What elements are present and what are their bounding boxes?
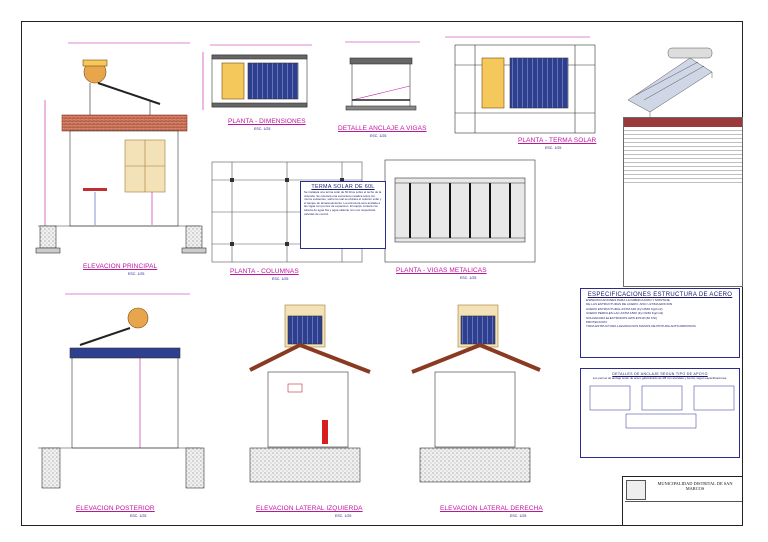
elevacion-principal-title: ELEVACION PRINCIPAL bbox=[83, 263, 158, 270]
title-block-fields bbox=[625, 501, 742, 526]
steel-spec-subline: TODA ESTRUCTURA LLEVARA DOS MANOS DE PIN… bbox=[586, 324, 696, 329]
detalle-anclaje-title: DETALLE ANCLAJE A VIGAS bbox=[338, 125, 427, 132]
planta-dimensiones-scale: ESC. 1/25 bbox=[254, 127, 271, 131]
elevacion-principal-scale: ESC. 1/25 bbox=[128, 272, 145, 276]
steel-spec-subtitle: PROTECCION: bbox=[586, 320, 608, 325]
table-row bbox=[624, 175, 742, 179]
table-row bbox=[624, 143, 742, 147]
terma-solar-note-body: Se instalara una terma solar de 60 litro… bbox=[304, 190, 382, 216]
elevacion-izquierda-drawing bbox=[249, 304, 371, 483]
table-row bbox=[624, 147, 742, 151]
planta-terma-scale: ESC. 1/25 bbox=[545, 146, 562, 150]
anchor-detail-body: Los pernos de anclaje seran de acero gal… bbox=[592, 376, 728, 380]
planta-dimensiones-title: PLANTA - DIMENSIONES bbox=[228, 118, 306, 125]
planta-terma-drawing bbox=[445, 36, 596, 134]
table-row bbox=[624, 163, 742, 167]
anchor-detail-title: DETALLES DE ANCLAJE SEGUN TIPO DE APOYO bbox=[612, 372, 708, 376]
detalle-anclaje-drawing bbox=[345, 41, 420, 111]
spec-table-header bbox=[624, 118, 742, 127]
municipal-logo bbox=[626, 480, 646, 500]
table-row bbox=[624, 179, 742, 183]
steel-spec-line: SOLDADURA ELECTRODOS AWS E7018 (60 KSI) bbox=[586, 315, 657, 320]
steel-spec-note: ESPECIFICACIONES ESTRUCTURA DE ACERO ESP… bbox=[580, 288, 740, 358]
terma-solar-note-title: TERMA SOLAR DE 60L bbox=[311, 184, 375, 190]
table-row bbox=[624, 151, 742, 155]
planta-vigas-drawing bbox=[384, 159, 536, 263]
elevacion-derecha-title: ELEVACION LATERAL DERECHA bbox=[440, 505, 543, 512]
table-row bbox=[624, 127, 742, 131]
steel-spec-line: ACERO PERFILES LAC ASTM A500 (Fy=3230 Kg… bbox=[586, 311, 664, 316]
planta-dimensiones-drawing bbox=[202, 44, 312, 110]
terma-solar-note: TERMA SOLAR DE 60L Se instalara una term… bbox=[300, 181, 386, 249]
steel-spec-line: ESPECIFICACIONES PARA LA FABRICACION Y M… bbox=[586, 298, 670, 302]
planta-columnas-scale: ESC. 1/25 bbox=[272, 277, 289, 281]
planta-vigas-scale: ESC. 1/25 bbox=[460, 276, 477, 280]
organization-name: MUNICIPALIDAD DISTRITAL DE SAN MARCOS bbox=[657, 481, 733, 491]
detalle-anclaje-scale: ESC. 1/25 bbox=[370, 134, 387, 138]
elevacion-derecha-drawing bbox=[411, 304, 541, 483]
title-block: MUNICIPALIDAD DISTRITAL DE SAN MARCOS bbox=[622, 476, 743, 526]
planta-terma-title: PLANTA - TERMA SOLAR bbox=[518, 137, 597, 144]
elevacion-principal-drawing bbox=[35, 42, 207, 254]
steel-spec-line: DE LAS ESTRUCTURAS DE ACERO: AISC ULTIMA… bbox=[586, 302, 673, 307]
elevacion-posterior-drawing bbox=[38, 293, 205, 489]
elevacion-izquierda-title: ELEVACION LATERAL IZQUIERDA bbox=[256, 505, 363, 512]
table-row bbox=[624, 159, 742, 163]
anchor-detail-note: DETALLES DE ANCLAJE SEGUN TIPO DE APOYO … bbox=[580, 368, 740, 458]
anchor-detail-sketches bbox=[589, 385, 735, 428]
steel-spec-line: ACERO ESTRUCTURAL ASTM A36 (Fy=2530 Kg/c… bbox=[586, 306, 663, 311]
spec-table bbox=[623, 117, 743, 287]
table-row bbox=[624, 139, 742, 143]
elevacion-posterior-title: ELEVACION POSTERIOR bbox=[76, 505, 155, 512]
table-row bbox=[624, 135, 742, 139]
table-row bbox=[624, 171, 742, 175]
steel-spec-title: ESPECIFICACIONES ESTRUCTURA DE ACERO bbox=[587, 292, 733, 298]
solar-heater-illustration bbox=[627, 47, 713, 118]
planta-columnas-title: PLANTA - COLUMNAS bbox=[230, 268, 299, 275]
elevacion-posterior-scale: ESC. 1/25 bbox=[130, 514, 147, 518]
table-row bbox=[624, 167, 742, 171]
elevacion-derecha-scale: ESC. 1/25 bbox=[510, 514, 527, 518]
elevacion-izquierda-scale: ESC. 1/25 bbox=[335, 514, 352, 518]
table-row bbox=[624, 131, 742, 135]
planta-vigas-title: PLANTA - VIGAS METALICAS bbox=[396, 267, 487, 274]
table-row bbox=[624, 155, 742, 159]
